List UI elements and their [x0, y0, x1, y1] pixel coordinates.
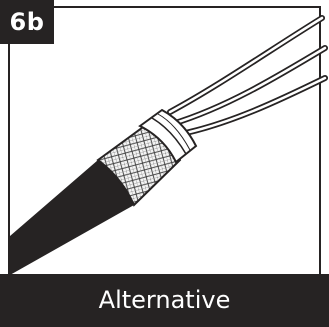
caption-label: Alternative [0, 274, 329, 327]
step-number-badge: 6b [0, 0, 54, 44]
conductor-wires [170, 18, 325, 135]
